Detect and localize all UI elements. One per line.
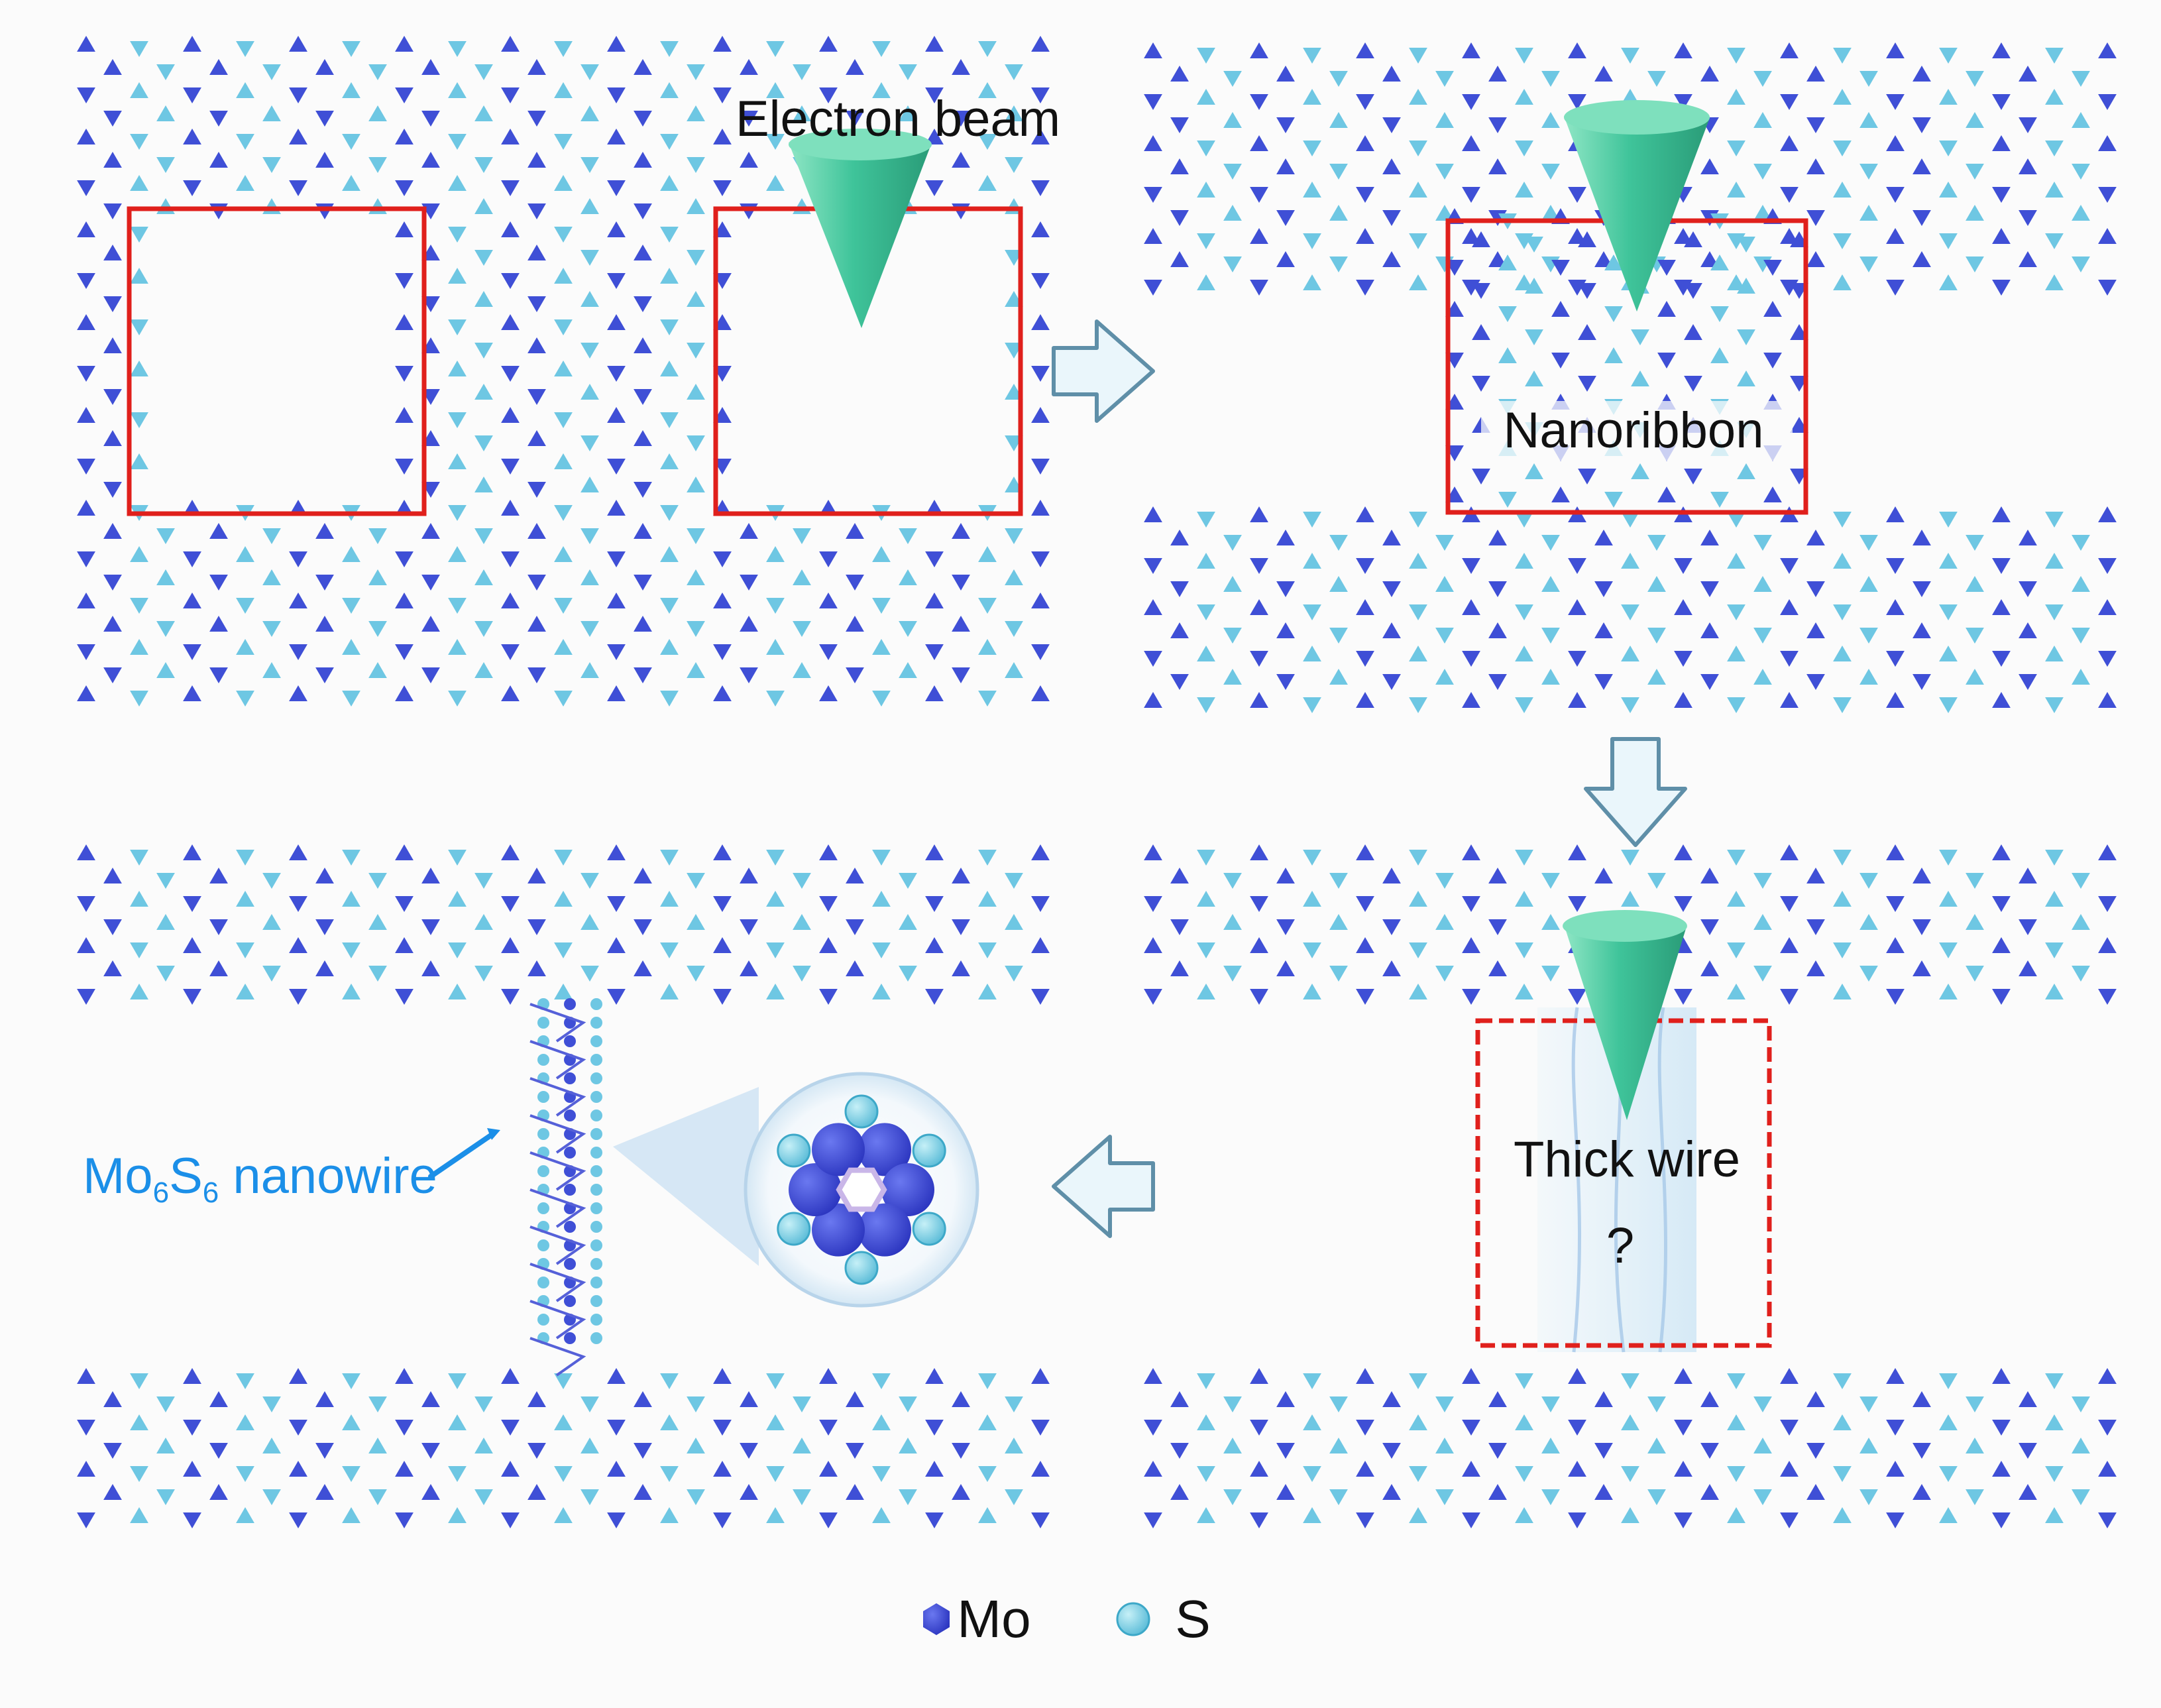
hexagonal-cluster-icon	[777, 1094, 946, 1285]
mo-legend-label: Mo	[957, 1589, 1030, 1648]
mos2-lattice	[1144, 1368, 2117, 1528]
arrow-left-icon	[1052, 1135, 1155, 1238]
electron-beam-cone	[1564, 915, 1687, 1120]
nanowire-chain	[529, 998, 602, 1377]
mos2-lattice	[1144, 506, 2117, 713]
hole-frame-left	[127, 206, 427, 516]
nanoribbon-label: Nanoribbon	[1504, 402, 1764, 459]
mos2-lattice	[77, 844, 1050, 1005]
legend: Mo S	[923, 1589, 1211, 1648]
electron-beam-cone	[1564, 105, 1710, 312]
panel-initial-holes: Electron beam	[77, 36, 1060, 707]
pointer-arrow-icon	[428, 1131, 496, 1179]
s-legend-label: S	[1175, 1589, 1210, 1648]
panel-nanowire: Mo6S6 nanowire	[77, 844, 1050, 1528]
electron-beam-cone	[789, 133, 931, 328]
mo-legend-marker	[923, 1603, 950, 1635]
zoom-callout	[613, 1087, 759, 1266]
thick-wire-question: ?	[1606, 1218, 1634, 1274]
arrow-down-icon	[1584, 737, 1687, 847]
mos2-lattice	[77, 1368, 1050, 1528]
arrow-right-icon	[1052, 319, 1155, 423]
nanowire-label: Mo6S6 nanowire	[83, 1148, 437, 1209]
electron-beam-top	[1564, 100, 1710, 135]
thick-wire-frame	[1475, 1018, 1772, 1348]
electron-beam-top	[1563, 910, 1687, 942]
mos2-lattice	[77, 36, 1050, 707]
s-legend-marker	[1116, 1602, 1150, 1636]
panel-thick-wire: Thick wire ?	[1144, 844, 2117, 1528]
electron-beam-label: Electron beam	[736, 91, 1060, 147]
thick-wire-label: Thick wire	[1514, 1131, 1740, 1188]
panel-nanoribbon: Nanoribbon	[1144, 42, 2117, 713]
electron-beam-top	[789, 129, 932, 160]
